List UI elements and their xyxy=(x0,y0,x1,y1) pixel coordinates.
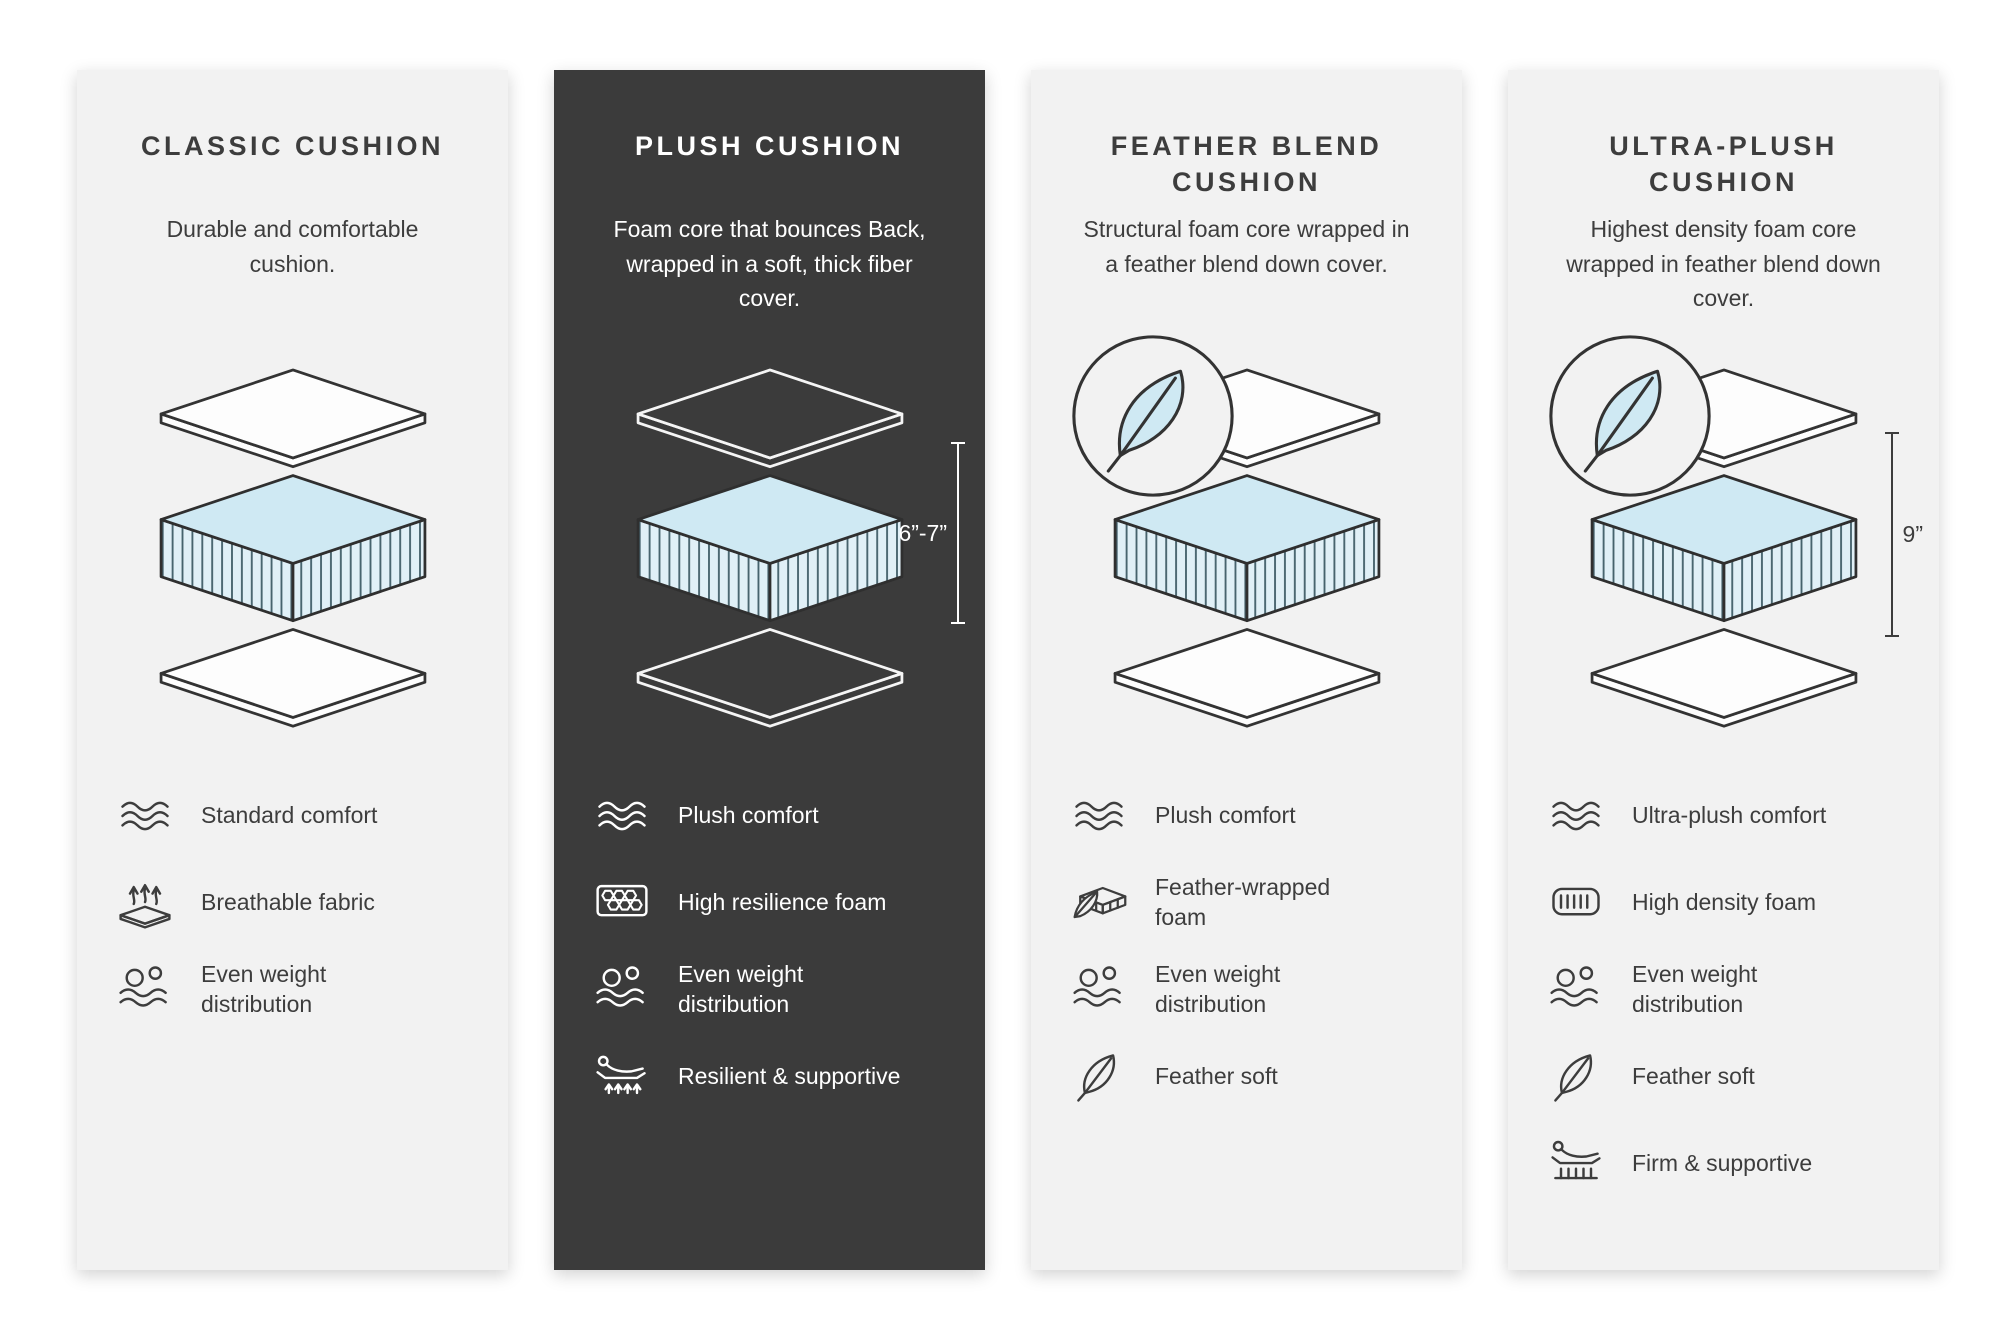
card-ultra-plush-cushion: ULTRA-PLUSH CUSHION Highest density foam… xyxy=(1508,70,1939,1270)
card-description: Durable and comfortable cushion. xyxy=(166,216,419,277)
feature-label: Firm & supportive xyxy=(1632,1150,1813,1177)
card-description: Foam core that bounces Back, wrapped in … xyxy=(613,216,926,311)
measurement-line xyxy=(951,442,965,624)
feature-list: Plush comfort High resilience foam Even … xyxy=(588,786,951,1107)
feature-item: Ultra-plush comfort xyxy=(1544,786,1903,846)
feature-list: Ultra-plush comfort High density foam Ev… xyxy=(1542,786,1905,1194)
feather-icon xyxy=(1067,1047,1131,1107)
cushion-layers-diagram xyxy=(111,348,474,752)
feature-label: Breathable fabric xyxy=(201,889,375,916)
feature-item: Even weight distribution xyxy=(590,960,949,1020)
feature-item: Resilient & supportive xyxy=(590,1047,949,1107)
feather-wrapped-foam-icon xyxy=(1067,873,1131,933)
feature-item: Plush comfort xyxy=(590,786,949,846)
card-title: ULTRA-PLUSH CUSHION xyxy=(1609,131,1838,198)
feather-badge xyxy=(1544,330,1716,502)
card-classic-cushion: CLASSIC CUSHION Durable and comfortable … xyxy=(77,70,508,1270)
feature-list: Plush comfort Feather-wrapped foam Even … xyxy=(1065,786,1428,1107)
card-plush-cushion: PLUSH CUSHION Foam core that bounces Bac… xyxy=(554,70,985,1270)
measurement-line xyxy=(1884,432,1899,637)
feature-label: Even weight distribution xyxy=(1155,961,1281,1017)
feature-label: Even weight distribution xyxy=(678,961,804,1017)
cushion-layers-diagram: 6”-7” xyxy=(588,348,965,752)
breathable-fabric-icon xyxy=(113,873,177,933)
height-measurement: 9” xyxy=(1884,432,1923,637)
feature-item: High density foam xyxy=(1544,873,1903,933)
card-description: Highest density foam core wrapped in fea… xyxy=(1566,216,1881,311)
card-feather-blend-cushion: FEATHER BLEND CUSHION Structural foam co… xyxy=(1031,70,1462,1270)
measurement-label: 9” xyxy=(1902,521,1923,547)
feather-badge xyxy=(1067,330,1239,502)
feature-item: Feather soft xyxy=(1067,1047,1426,1107)
feature-label: Plush comfort xyxy=(1155,802,1296,829)
feature-label: Feather soft xyxy=(1155,1063,1278,1090)
feature-label: Feather-wrapped foam xyxy=(1155,874,1331,930)
waves-icon xyxy=(1067,786,1131,846)
waves-icon xyxy=(1544,786,1608,846)
feature-item: Breathable fabric xyxy=(113,873,472,933)
feature-label: Ultra-plush comfort xyxy=(1632,802,1827,829)
measurement-label: 6”-7” xyxy=(898,519,947,546)
feature-item: Feather soft xyxy=(1544,1047,1903,1107)
feature-label: High resilience foam xyxy=(678,889,887,916)
card-title: FEATHER BLEND CUSHION xyxy=(1110,131,1383,198)
card-title: CLASSIC CUSHION xyxy=(140,131,444,161)
feature-label: Resilient & supportive xyxy=(678,1063,901,1090)
resilient-supportive-icon xyxy=(590,1047,654,1107)
card-description: Structural foam core wrapped in a feathe… xyxy=(1083,216,1410,277)
feature-item: Even weight distribution xyxy=(1544,960,1903,1020)
cushion-layers-diagram: 9” xyxy=(1542,348,1923,752)
feature-item: Feather-wrapped foam xyxy=(1067,873,1426,933)
even-weight-icon xyxy=(113,960,177,1020)
waves-icon xyxy=(113,786,177,846)
feature-item: High resilience foam xyxy=(590,873,949,933)
feature-label: Standard comfort xyxy=(201,802,378,829)
high-density-foam-icon xyxy=(1544,873,1608,933)
feature-label: Feather soft xyxy=(1632,1063,1755,1090)
feather-icon xyxy=(1544,1047,1608,1107)
firm-supportive-icon xyxy=(1544,1134,1608,1194)
feature-label: Even weight distribution xyxy=(1632,961,1758,1017)
even-weight-icon xyxy=(590,960,654,1020)
feature-list: Standard comfort Breathable fabric Even … xyxy=(111,786,474,1020)
feature-label: Even weight distribution xyxy=(201,961,327,1017)
card-title: PLUSH CUSHION xyxy=(634,131,904,161)
feature-label: Plush comfort xyxy=(678,802,819,829)
cushion-layers-illustration xyxy=(128,348,458,735)
feature-item: Firm & supportive xyxy=(1544,1134,1903,1194)
even-weight-icon xyxy=(1067,960,1131,1020)
honeycomb-foam-icon xyxy=(590,873,654,933)
cushion-layers-illustration xyxy=(605,348,935,735)
feature-item: Plush comfort xyxy=(1067,786,1426,846)
cushion-layers-diagram xyxy=(1065,348,1428,752)
waves-icon xyxy=(590,786,654,846)
feature-item: Standard comfort xyxy=(113,786,472,846)
feature-label: High density foam xyxy=(1632,889,1817,916)
even-weight-icon xyxy=(1544,960,1608,1020)
feature-item: Even weight distribution xyxy=(113,960,472,1020)
height-measurement: 6”-7” xyxy=(898,442,965,624)
feature-item: Even weight distribution xyxy=(1067,960,1426,1020)
